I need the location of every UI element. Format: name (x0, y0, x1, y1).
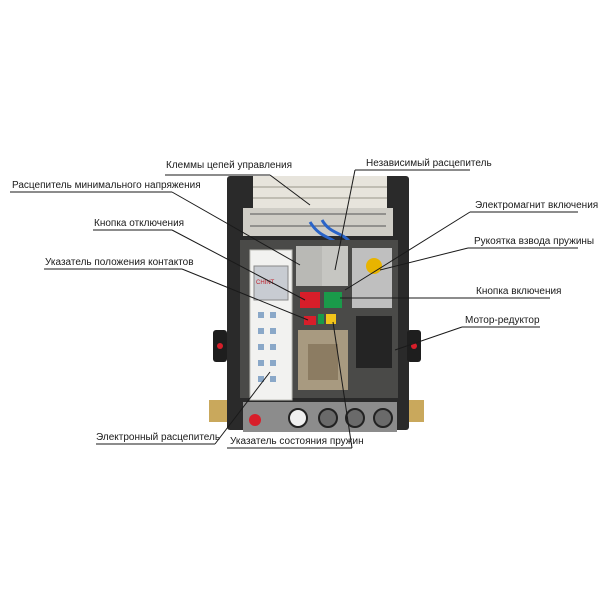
bottom-selector-knob (288, 408, 308, 428)
terminal-grid (253, 186, 387, 199)
label-motor-reducer: Мотор-редуктор (465, 315, 540, 326)
mechanism-detail (308, 344, 338, 380)
leader-shunt-2 (334, 169, 356, 271)
trip-unit-display (253, 265, 289, 301)
on-button (324, 292, 342, 308)
left-mount-foot (209, 400, 229, 422)
label-shunt-release: Независимый расцепитель (366, 158, 492, 169)
motor-reducer (356, 316, 392, 368)
bottom-knob-3 (345, 408, 365, 428)
spring-indicator-green (318, 314, 324, 324)
left-handle-dot (217, 343, 223, 349)
label-off-button: Кнопка отключения (94, 218, 185, 229)
spring-indicator-yellow (326, 314, 336, 324)
spring-charging-handle-area (352, 248, 392, 308)
label-control-terminals: Клеммы цепей управления (166, 160, 292, 171)
label-spring-state-indicator: Указатель состояния пружин (230, 436, 364, 447)
label-electronic-release: Электронный расцепитель (96, 432, 221, 443)
leader-closing-magnet-2 (344, 211, 471, 291)
off-button (300, 292, 320, 308)
label-contact-position-indicator: Указатель положения контактов (45, 257, 194, 268)
bottom-knob-2 (318, 408, 338, 428)
charging-handle-knob (366, 258, 382, 274)
bottom-knob-4 (373, 408, 393, 428)
leader-motor-2 (394, 326, 463, 351)
bottom-red-knob (249, 414, 261, 426)
leader-spring-indicator-2 (332, 321, 353, 449)
brand-text: CHINT (256, 280, 275, 286)
leader-charging-handle-2 (379, 247, 469, 271)
undervoltage-release-block (296, 246, 322, 286)
contact-indicator-red (304, 316, 316, 325)
leader-electronic-release-2 (214, 371, 271, 445)
terminal-screws (250, 213, 386, 227)
leader-contact-indicator-2 (181, 268, 309, 321)
leader-undervoltage-2 (171, 191, 301, 266)
label-spring-charging-handle: Рукоятка взвода пружины (474, 236, 595, 247)
label-closing-electromagnet: Электромагнит включения (475, 200, 599, 211)
leader-control-terminals-2 (269, 174, 311, 206)
leader-lines (10, 169, 578, 449)
leader-off-button-2 (171, 229, 306, 301)
top-terminal-block (253, 176, 387, 210)
trip-unit-keys (258, 312, 276, 382)
shunt-release-block (322, 246, 348, 286)
blue-wire-2 (320, 219, 352, 244)
label-on-button: Кнопка включения (476, 286, 562, 297)
label-undervoltage-release: Расцепитель минимального напряжения (12, 180, 201, 191)
